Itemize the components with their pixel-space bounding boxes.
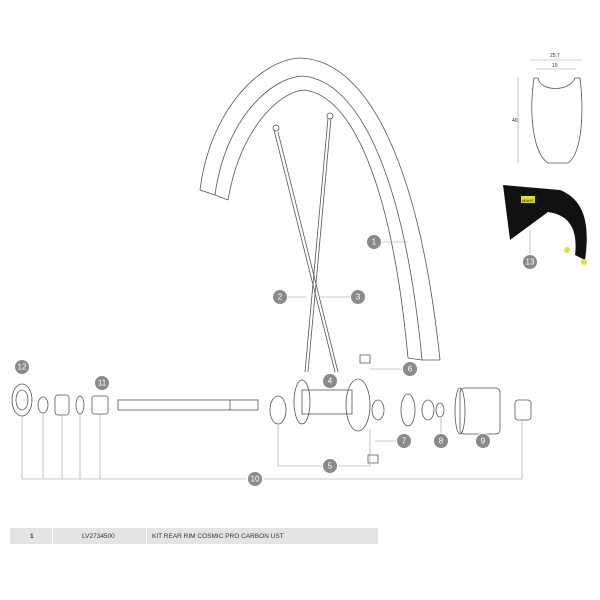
spokes [272, 112, 339, 373]
callout-4: 4 [322, 373, 338, 389]
svg-text:9: 9 [481, 437, 486, 446]
callout-7: 7 [396, 433, 412, 449]
svg-text:13: 13 [526, 258, 535, 267]
svg-text:5: 5 [328, 462, 333, 471]
svg-text:19: 19 [552, 63, 558, 69]
svg-text:7: 7 [402, 437, 407, 446]
svg-text:25.7: 25.7 [550, 53, 560, 59]
svg-text:12: 12 [18, 363, 27, 372]
part-reference: LV2734500 [82, 532, 115, 540]
svg-text:10: 10 [251, 475, 260, 484]
svg-text:3: 3 [356, 293, 361, 302]
tire-image: MAVIC [503, 185, 587, 265]
svg-text:6: 6 [408, 365, 413, 374]
callout-1: 1 [366, 234, 382, 250]
part-number: 1 [30, 532, 34, 540]
column-divider [146, 528, 147, 544]
rim-profile-drawing: 25.7 19 40 [512, 53, 583, 164]
svg-text:11: 11 [98, 379, 107, 388]
svg-text:8: 8 [439, 437, 444, 446]
callout-13: 13 [522, 254, 538, 270]
callout-10: 10 [247, 471, 263, 487]
callout-8: 8 [433, 433, 449, 449]
right-hub-parts [400, 387, 532, 435]
callout-5: 5 [322, 458, 338, 474]
svg-text:40: 40 [512, 118, 518, 124]
svg-text:2: 2 [278, 293, 283, 302]
column-divider [52, 528, 53, 544]
svg-text:1: 1 [372, 238, 377, 247]
callout-12: 12 [14, 359, 30, 375]
callout-2: 2 [272, 289, 288, 305]
part-description: KIT REAR RIM COSMIC PRO CARBON UST [152, 532, 284, 540]
rim [199, 57, 441, 361]
svg-text:MAVIC: MAVIC [522, 198, 534, 203]
hub-body [269, 354, 385, 464]
parts-table-row: 1 LV2734500 KIT REAR RIM COSMIC PRO CARB… [10, 528, 378, 544]
callout-11: 11 [94, 375, 110, 391]
left-hub-parts [11, 383, 109, 417]
leader-lines [21, 230, 531, 480]
callout-6: 6 [402, 361, 418, 377]
callout-9: 9 [475, 433, 491, 449]
callout-3: 3 [350, 289, 366, 305]
svg-text:4: 4 [328, 377, 333, 386]
axle [117, 399, 259, 411]
